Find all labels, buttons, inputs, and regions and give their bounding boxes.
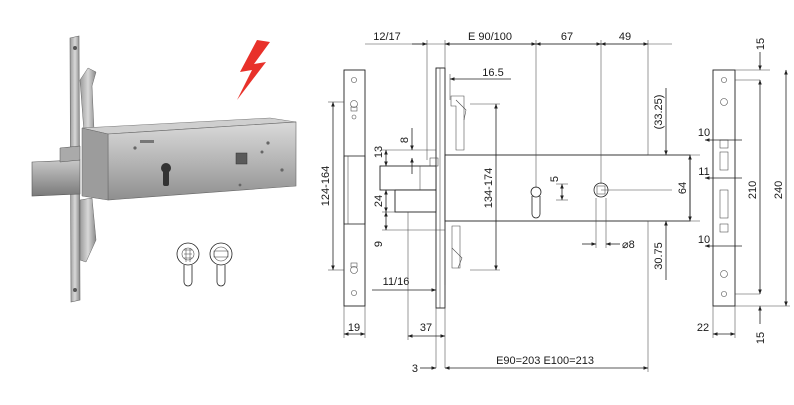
dim-49: 49 xyxy=(619,31,631,43)
cylinder-hole xyxy=(161,163,171,186)
dim-22: 22 xyxy=(697,322,709,334)
dim-faceplate-width: 19 xyxy=(348,322,360,334)
dim-210: 210 xyxy=(747,181,759,199)
dim-24: 24 xyxy=(373,195,385,207)
dim-33-25: (33.25) xyxy=(653,95,665,130)
lock-photo xyxy=(31,35,297,303)
dim-9: 9 xyxy=(373,241,385,247)
dim-faceplate-height: 124-164 xyxy=(320,166,332,206)
dim-5: 5 xyxy=(549,176,561,182)
dim-right-top-15: 15 xyxy=(755,38,767,50)
key-cylinder-icon xyxy=(176,242,200,287)
dim-134-174: 134-174 xyxy=(483,168,495,208)
dim-diameter: ⌀8 xyxy=(622,239,635,251)
dim-11-16: 11/16 xyxy=(383,276,410,288)
dim-top-backset: 12/17 xyxy=(373,31,401,43)
knob-cylinder-icon xyxy=(209,242,233,287)
dim-37: 37 xyxy=(420,322,432,334)
left-faceplate-view: 124-164 19 xyxy=(320,69,366,338)
lightning-bolt-icon xyxy=(237,40,270,100)
right-strike-view: 15 210 240 10 11 10 22 15 xyxy=(697,38,790,344)
dim-30-75: 30.75 xyxy=(653,242,665,270)
dim-64: 64 xyxy=(677,182,689,194)
center-lock-view: 12/17 E 90/100 67 49 16.5 8 13 24 9 134-… xyxy=(365,31,700,375)
dim-3: 3 xyxy=(412,363,418,375)
dim-right-bottom-15: 15 xyxy=(755,332,767,344)
dim-10-bottom: 10 xyxy=(698,234,710,246)
dim-backset: E 90/100 xyxy=(468,31,512,43)
dim-16-5: 16.5 xyxy=(482,67,503,79)
spindle-hole xyxy=(235,152,248,165)
dim-240: 240 xyxy=(773,181,785,199)
dim-67: 67 xyxy=(561,31,573,43)
dim-total-length: E90=203 E100=213 xyxy=(496,355,594,367)
dim-10-top: 10 xyxy=(698,127,710,139)
dim-11: 11 xyxy=(698,166,709,178)
dim-8: 8 xyxy=(399,137,411,143)
dim-13: 13 xyxy=(373,146,385,158)
